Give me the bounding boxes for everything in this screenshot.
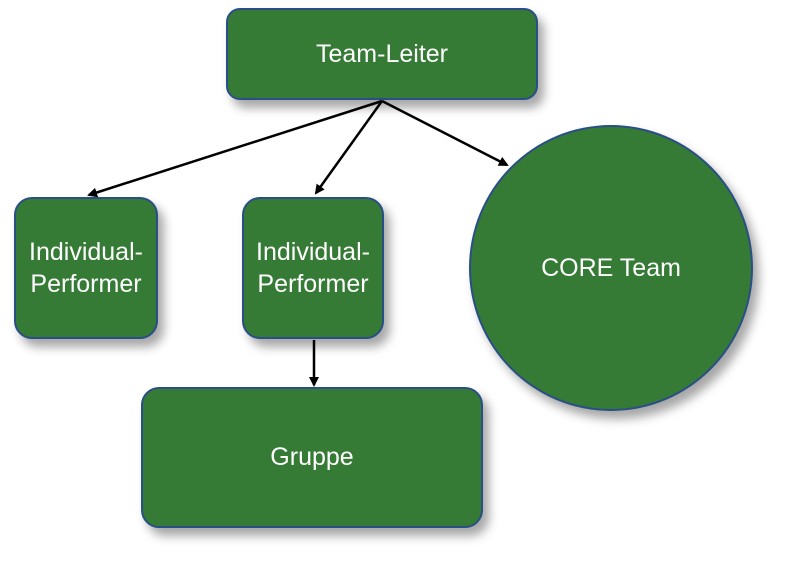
node-individual-performer-2-label: Individual-Performer	[256, 237, 370, 299]
node-gruppe-label: Gruppe	[270, 443, 354, 472]
node-core-team-label: CORE Team	[541, 253, 681, 282]
arrow-leader-to-core-team	[381, 99, 509, 167]
node-core-team: CORE Team	[469, 125, 753, 411]
node-individual-performer-2: Individual-Performer	[242, 197, 384, 339]
node-individual-performer-1: Individual-Performer	[14, 197, 158, 339]
arrow-leader-to-individual-2	[314, 100, 384, 195]
node-gruppe: Gruppe	[141, 387, 483, 528]
arrow-leader-to-individual-1	[87, 99, 383, 198]
node-team-leiter-label: Team-Leiter	[316, 39, 448, 68]
node-individual-performer-1-label: Individual-Performer	[29, 237, 143, 299]
node-team-leiter: Team-Leiter	[226, 8, 538, 100]
